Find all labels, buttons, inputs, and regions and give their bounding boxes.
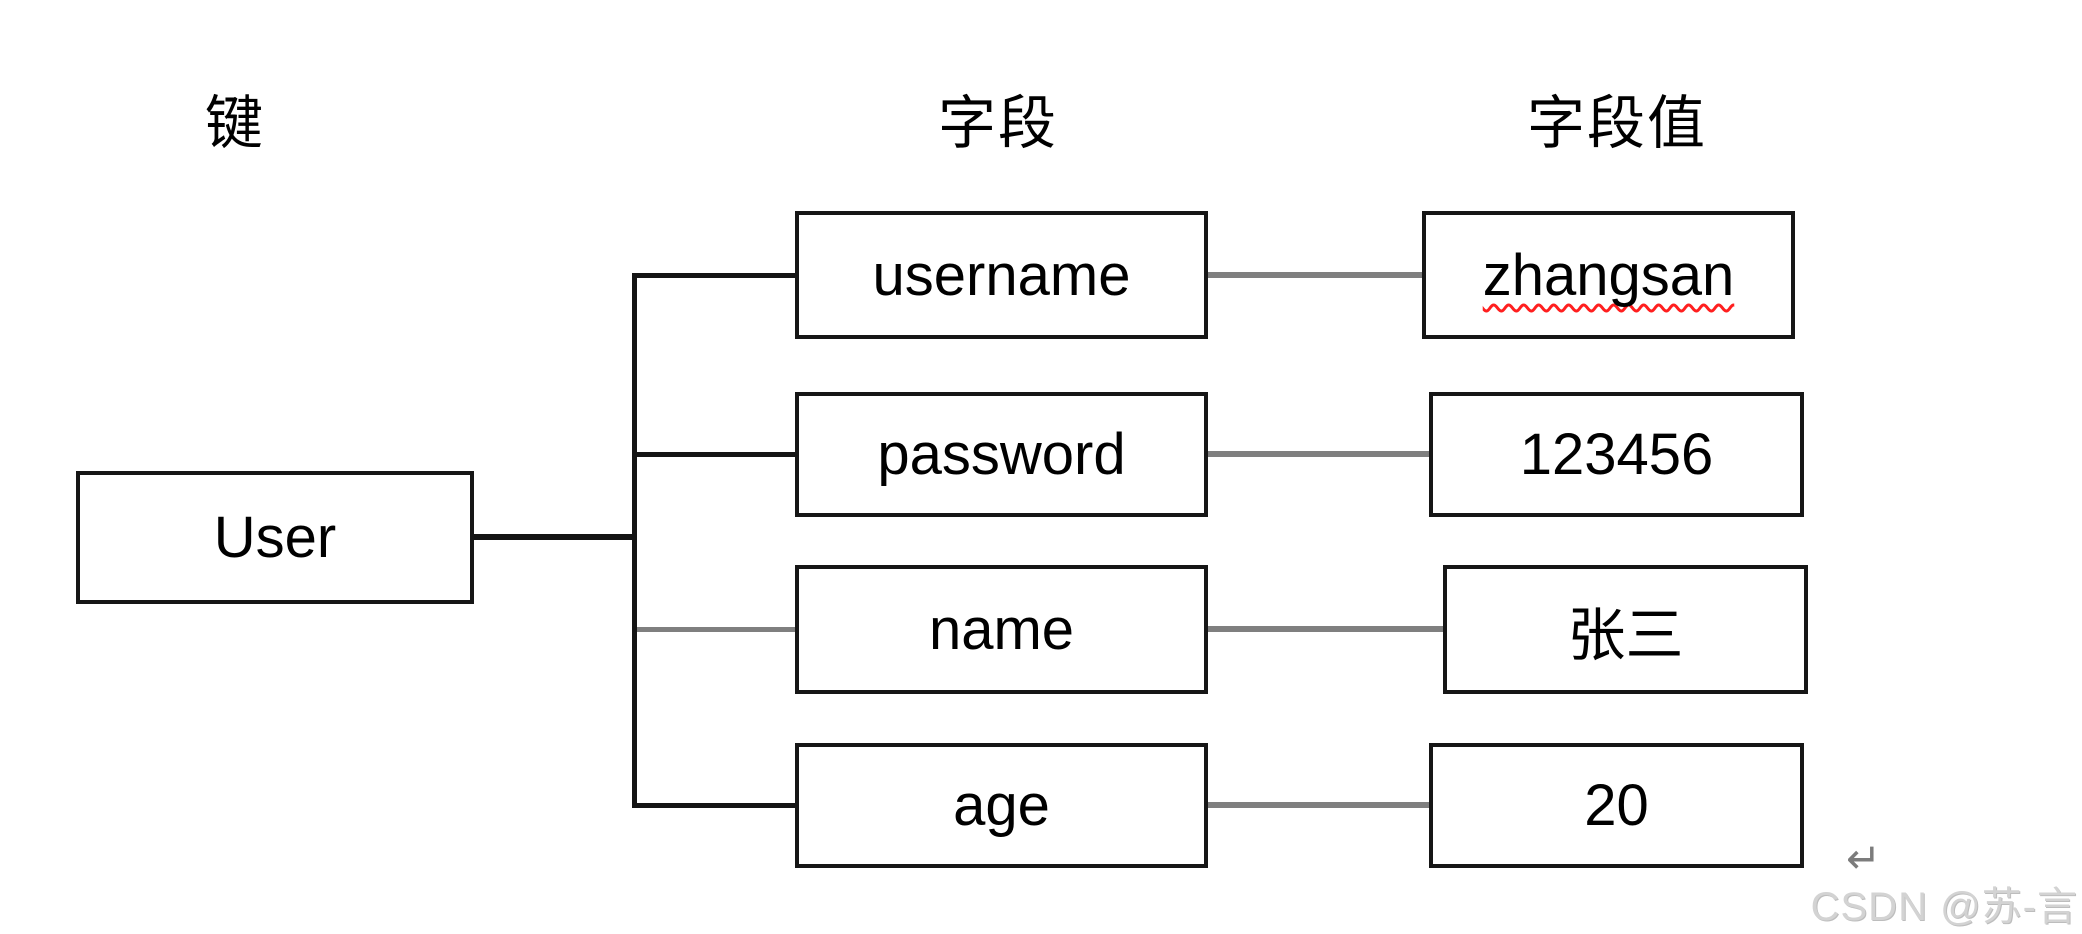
value-node-zhangsan: zhangsan [1422,211,1795,339]
field-label: age [953,773,1050,838]
connector-name-value [1208,626,1443,632]
connector-password-value [1208,451,1429,457]
column-header-value: 字段值 [1527,91,1708,156]
key-node-label: User [213,505,337,570]
field-node-name: name [795,565,1208,694]
connector-stub-name [637,627,795,632]
value-node-zhangsan-cn: 张三 [1443,565,1808,694]
field-label: password [877,422,1126,487]
connector-stub-username [636,273,795,278]
value-node-20: 20 [1429,743,1804,868]
value-label: zhangsan [1482,242,1735,308]
column-header-key: 键 [205,91,266,156]
column-header-field: 字段 [938,91,1059,156]
field-node-password: password [795,392,1208,517]
csdn-watermark: CSDN @苏-言 [1810,885,2078,929]
connector-stub-password [636,452,795,457]
connector-age-value [1208,802,1429,808]
field-node-username: username [795,211,1208,339]
value-node-123456: 123456 [1429,392,1804,517]
return-arrow-icon: ↵ [1846,835,1882,882]
field-node-age: age [795,743,1208,868]
value-label: 20 [1584,773,1649,838]
connector-stub-age [636,803,795,808]
key-node-user: User [76,471,474,604]
field-label: username [872,242,1131,308]
value-label: 123456 [1519,422,1714,487]
connector-key-trunk [474,534,636,540]
connector-username-value [1208,272,1422,278]
connector-spine [632,273,637,808]
field-label: name [928,597,1075,662]
value-label: 张三 [1567,602,1684,668]
